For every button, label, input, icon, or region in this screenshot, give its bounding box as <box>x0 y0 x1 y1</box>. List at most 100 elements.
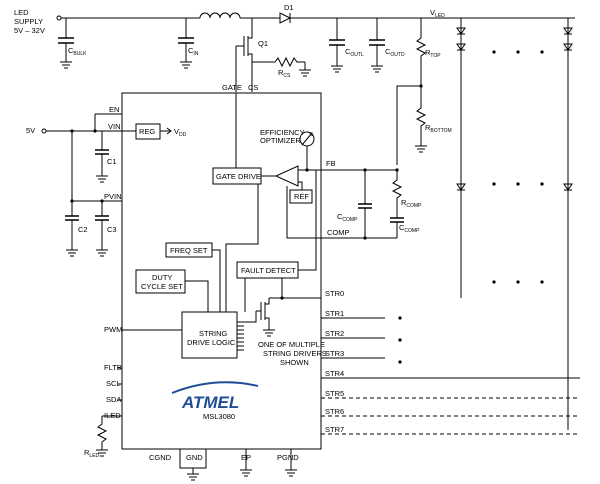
str-label: STR3 <box>325 349 344 358</box>
note-line2: STRING DRIVERS <box>263 349 327 358</box>
str-label: STR6 <box>325 407 344 416</box>
ellipsis-dot <box>492 182 496 186</box>
c2-capacitor <box>65 215 79 221</box>
freq-set-wire <box>212 249 221 312</box>
str-label: STR0 <box>325 289 344 298</box>
rbottom-label: RBOTTOM <box>425 123 452 134</box>
fault-fb-wire <box>298 170 317 271</box>
cin-capacitor <box>178 37 194 44</box>
ccomp-capacitor <box>358 203 372 209</box>
rtop-resistor <box>415 18 427 86</box>
supply-label-line1: LED <box>14 8 29 17</box>
vdd-label: VDD <box>174 127 187 138</box>
pin-pwm: PWM <box>104 325 122 334</box>
sdl-label-line1: STRING <box>199 329 228 338</box>
sdl-label-line2: DRIVE LOGIC <box>187 338 236 347</box>
pin-comp: COMP <box>327 228 350 237</box>
string-driver-mosfet <box>256 298 270 322</box>
led-icon <box>456 43 466 51</box>
supply-label-line2: SUPPLY <box>14 17 43 26</box>
ccomp-label: CCOMP <box>337 212 358 223</box>
coutd-capacitor <box>369 39 385 46</box>
duty-label-line2: CYCLE SET <box>141 282 183 291</box>
atmel-logo: ATMEL MSL3080 <box>171 381 259 421</box>
input-5v-terminal <box>41 128 47 134</box>
led-icon <box>456 27 466 35</box>
rled-label: RLED <box>84 448 100 459</box>
c1-label: C1 <box>107 157 117 166</box>
sdl-output-bus <box>237 325 244 351</box>
fault-detect-label: FAULT DETECT <box>241 266 296 275</box>
rcomp-label: RCOMP <box>401 198 422 209</box>
coutl-capacitor <box>329 39 345 46</box>
ccomp-junction <box>363 168 367 172</box>
c1-ground <box>96 154 108 183</box>
led-string-7 <box>563 27 573 191</box>
c3-capacitor <box>95 215 109 221</box>
vled-label: VLED <box>430 8 445 19</box>
efficiency-optimizer-arrow <box>301 132 313 146</box>
rled-resistor <box>96 416 108 457</box>
ellipsis-dot <box>492 50 496 54</box>
gnd-ground <box>179 449 207 481</box>
pin-sda: SDA <box>106 395 121 404</box>
ellipsis-dot <box>540 280 544 284</box>
pin-gate: GATE <box>222 83 242 92</box>
vdd-arrow <box>160 127 172 135</box>
vin-junction <box>93 129 97 133</box>
ellipsis-dot <box>492 280 496 284</box>
str-label: STR7 <box>325 425 344 434</box>
input-5v-label: 5V <box>26 126 35 135</box>
coutd-label: COUTD <box>385 47 405 58</box>
c3-label: C3 <box>107 225 117 234</box>
logo-swoosh <box>171 381 259 394</box>
supply-terminal <box>56 15 62 21</box>
c2-ground <box>66 220 78 257</box>
rtop-label: RTOP <box>425 48 441 59</box>
c2-label: C2 <box>78 225 88 234</box>
cbulk-label: CBULK <box>68 46 87 57</box>
ellipsis-dot <box>540 50 544 54</box>
string-driver-ground <box>263 322 275 337</box>
ccomp2-label: CCOMP <box>399 223 420 234</box>
cbulk-capacitor <box>58 37 74 44</box>
q1-mosfet <box>243 36 253 62</box>
ref-block <box>289 189 313 204</box>
ellipsis-dot <box>516 182 520 186</box>
str-label: STR5 <box>325 389 344 398</box>
pgnd-ground <box>285 449 297 477</box>
rcs-resistor <box>252 56 305 68</box>
note-line3: SHOWN <box>280 358 309 367</box>
string-drive-logic-block <box>181 311 238 359</box>
ellipsis-dot <box>516 280 520 284</box>
pin-fb: FB <box>326 159 336 168</box>
reg-label: REG <box>139 127 155 136</box>
pin-cgnd: CGND <box>149 453 172 462</box>
cbulk-ground <box>60 43 72 69</box>
ellipsis-dot <box>516 50 520 54</box>
gate-drive-logic-wire <box>225 184 259 312</box>
led-icon <box>563 27 573 35</box>
pvin-wire <box>71 131 122 202</box>
pin-cs: CS <box>248 83 258 92</box>
str-label: STR4 <box>325 369 344 378</box>
str-label: STR1 <box>325 309 344 318</box>
pin-scl: SCL <box>106 379 121 388</box>
ccomp2-capacitor <box>390 217 404 223</box>
ellipsis-dot <box>398 360 402 364</box>
eff-label-line2: OPTIMIZER <box>260 136 301 145</box>
duty-label-line1: DUTY <box>152 273 172 282</box>
pin-pgnd: PGND <box>277 453 299 462</box>
rbottom-resistor <box>415 86 427 153</box>
pin-en: EN <box>109 105 119 114</box>
ellipsis-dot <box>540 182 544 186</box>
coutl-label: COUTL <box>345 47 364 58</box>
pin-vin: VIN <box>108 122 121 131</box>
ellipsis-dot <box>398 338 402 342</box>
note-line1: ONE OF MULTIPLE <box>258 340 325 349</box>
freq-set-label: FREQ SET <box>170 246 208 255</box>
led-string-0 <box>456 27 466 191</box>
